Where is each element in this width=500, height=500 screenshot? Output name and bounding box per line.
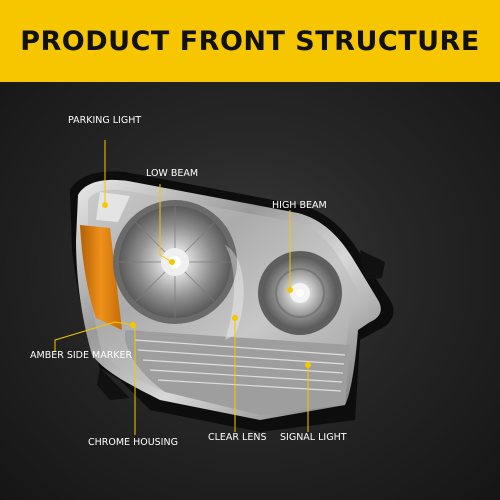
callout-signal-light: SIGNAL LIGHT — [280, 432, 347, 443]
callout-lines — [54, 140, 309, 435]
high-beam — [258, 251, 342, 335]
clear-lens — [225, 245, 244, 340]
callout-dots — [102, 202, 311, 368]
callout-low-beam: LOW BEAM — [146, 168, 199, 179]
amber-side-marker — [80, 225, 122, 330]
callout-high-beam: HIGH BEAM — [272, 200, 327, 211]
signal-light — [125, 330, 350, 415]
callout-clear-lens: CLEAR LENS — [208, 432, 267, 443]
callout-chrome-housing: CHROME HOUSING — [88, 437, 178, 448]
callout-amber-side-marker: AMBER SIDE MARKER — [30, 350, 133, 361]
page-title: PRODUCT FRONT STRUCTURE — [20, 25, 480, 57]
callout-parking-light: PARKING LIGHT — [68, 115, 142, 126]
title-banner: PRODUCT FRONT STRUCTURE — [0, 0, 500, 82]
